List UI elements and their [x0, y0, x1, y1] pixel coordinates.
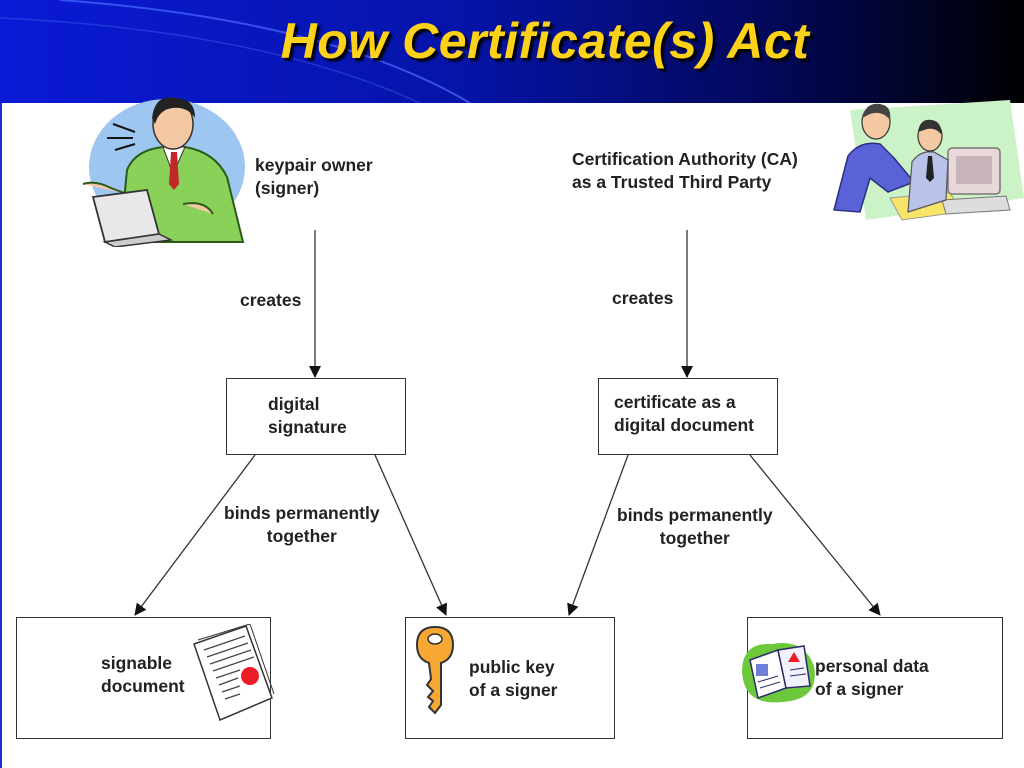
- slide-title: How Certificate(s) Act: [280, 13, 810, 69]
- left-rule: [0, 103, 2, 768]
- creates-label-left: creates: [240, 290, 302, 310]
- binds-label-right: binds permanently together: [617, 505, 773, 548]
- digital-signature-box: [226, 378, 406, 455]
- header-swoosh: [0, 0, 471, 103]
- binds-label-left: binds permanently together: [224, 503, 380, 546]
- personal-data-label: personal data of a signer: [815, 656, 929, 699]
- arrow-signature-to-document: [134, 454, 256, 616]
- businessman-with-laptop-icon: [82, 97, 245, 247]
- arrow-certificate-to-public-key: [567, 454, 629, 616]
- creates-label-right: creates: [612, 288, 674, 308]
- arrow-signature-to-public-key: [374, 454, 448, 616]
- digital-signature-label: digital signature: [268, 394, 347, 437]
- key-icon: [415, 625, 455, 715]
- arrow-certificate-to-personal-data: [749, 454, 881, 616]
- passport-icon: [742, 642, 815, 703]
- public-key-label: public key of a signer: [469, 657, 558, 700]
- signer-label: keypair owner (signer): [255, 155, 373, 198]
- certificate-label: certificate as a digital document: [614, 392, 754, 435]
- sealed-document-icon: [193, 624, 275, 722]
- title-bar: How Certificate(s) Act: [0, 0, 1024, 103]
- ca-label: Certification Authority (CA) as a Truste…: [572, 149, 798, 192]
- people-at-computer-icon: [833, 100, 1024, 221]
- certificate-box: [598, 378, 778, 455]
- signable-document-label: signable document: [101, 653, 185, 696]
